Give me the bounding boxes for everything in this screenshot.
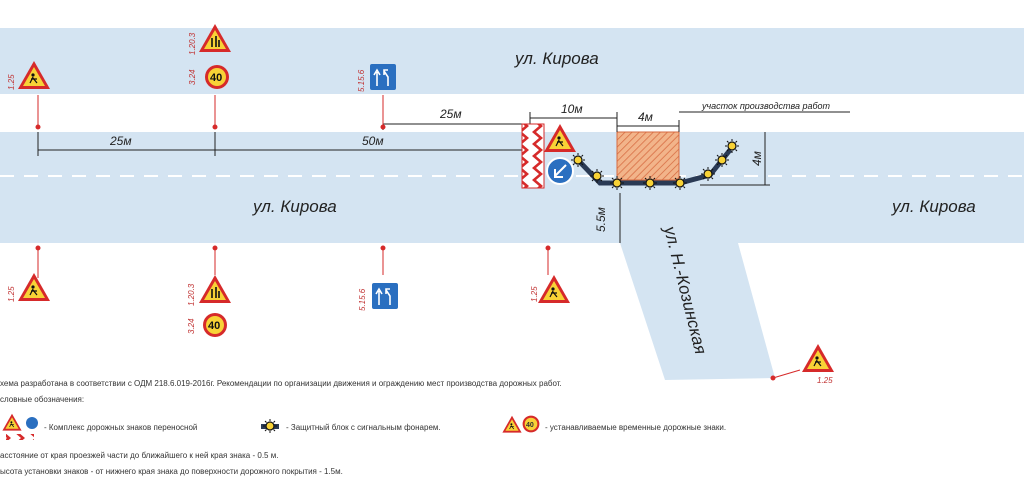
street-label-top: ул. Кирова bbox=[514, 49, 599, 68]
speed-limit-value: 40 bbox=[208, 320, 220, 332]
sign-code: 5.15.6 bbox=[357, 69, 366, 92]
sign-code: 3.24 bbox=[187, 318, 196, 334]
legend-keep-left-icon bbox=[26, 417, 38, 429]
legend-temp-warning-icon bbox=[502, 415, 522, 433]
scheme-note: хема разработана в соответствии с ОДМ 21… bbox=[0, 379, 562, 388]
sign-code: 1.25 bbox=[817, 376, 833, 385]
legend-chevron-icon bbox=[6, 434, 34, 440]
speed-limit-value: 40 bbox=[210, 72, 222, 84]
distance-note: асстояние от края проезжей части до ближ… bbox=[0, 451, 278, 460]
legend-title: словные обозначения: bbox=[0, 395, 84, 404]
dim-4m-horizontal: 4м bbox=[638, 110, 653, 124]
roadwork-sign-icon bbox=[17, 272, 51, 302]
legend-portable-warning-icon bbox=[2, 413, 22, 431]
top-road bbox=[0, 28, 1024, 94]
roadwork-sign-icon bbox=[801, 343, 835, 373]
work-zone-label: участок производства работ bbox=[701, 101, 831, 111]
legend-temp-speed-value: 40 bbox=[526, 422, 534, 429]
dim-25m-lower: 25м bbox=[109, 134, 132, 148]
main-road bbox=[0, 132, 1024, 380]
legend-temp: - устанавливаемые временные дорожные зна… bbox=[545, 423, 726, 432]
dim-25m-upper: 25м bbox=[439, 107, 462, 121]
dim-4m-vertical: 4м bbox=[750, 151, 764, 166]
sign-code: 5.15.6 bbox=[358, 288, 367, 311]
legend-block: - Защитный блок с сигнальным фонарем. bbox=[286, 423, 441, 432]
street-label-main-right: ул. Кирова bbox=[891, 197, 976, 216]
sign-code: 3.24 bbox=[188, 69, 197, 85]
road-narrowing-sign-icon bbox=[198, 274, 232, 304]
height-note: ысота установки знаков - от нижнего края… bbox=[0, 467, 343, 476]
keep-left-arrow-icon bbox=[554, 164, 567, 178]
street-label-main-left: ул. Кирова bbox=[252, 197, 337, 216]
sign-code: 1.25 bbox=[7, 286, 16, 302]
sign-code: 1.25 bbox=[7, 74, 16, 90]
sign-code: 1.25 bbox=[530, 286, 539, 302]
dim-50m: 50м bbox=[362, 134, 384, 148]
dim-10m: 10м bbox=[561, 102, 583, 116]
roadwork-sign-icon bbox=[537, 274, 571, 304]
dim-5-5m: 5.5м bbox=[594, 207, 608, 232]
lane-change-sign-icon bbox=[369, 63, 397, 91]
work-zone bbox=[616, 131, 680, 181]
legend-portable: - Комплекс дорожных знаков переносной bbox=[44, 423, 197, 432]
sign-code: 1.20.3 bbox=[188, 32, 197, 55]
chevron-board bbox=[521, 123, 545, 189]
sign-code: 1.20.3 bbox=[187, 283, 196, 306]
lane-change-sign-icon bbox=[371, 282, 399, 310]
